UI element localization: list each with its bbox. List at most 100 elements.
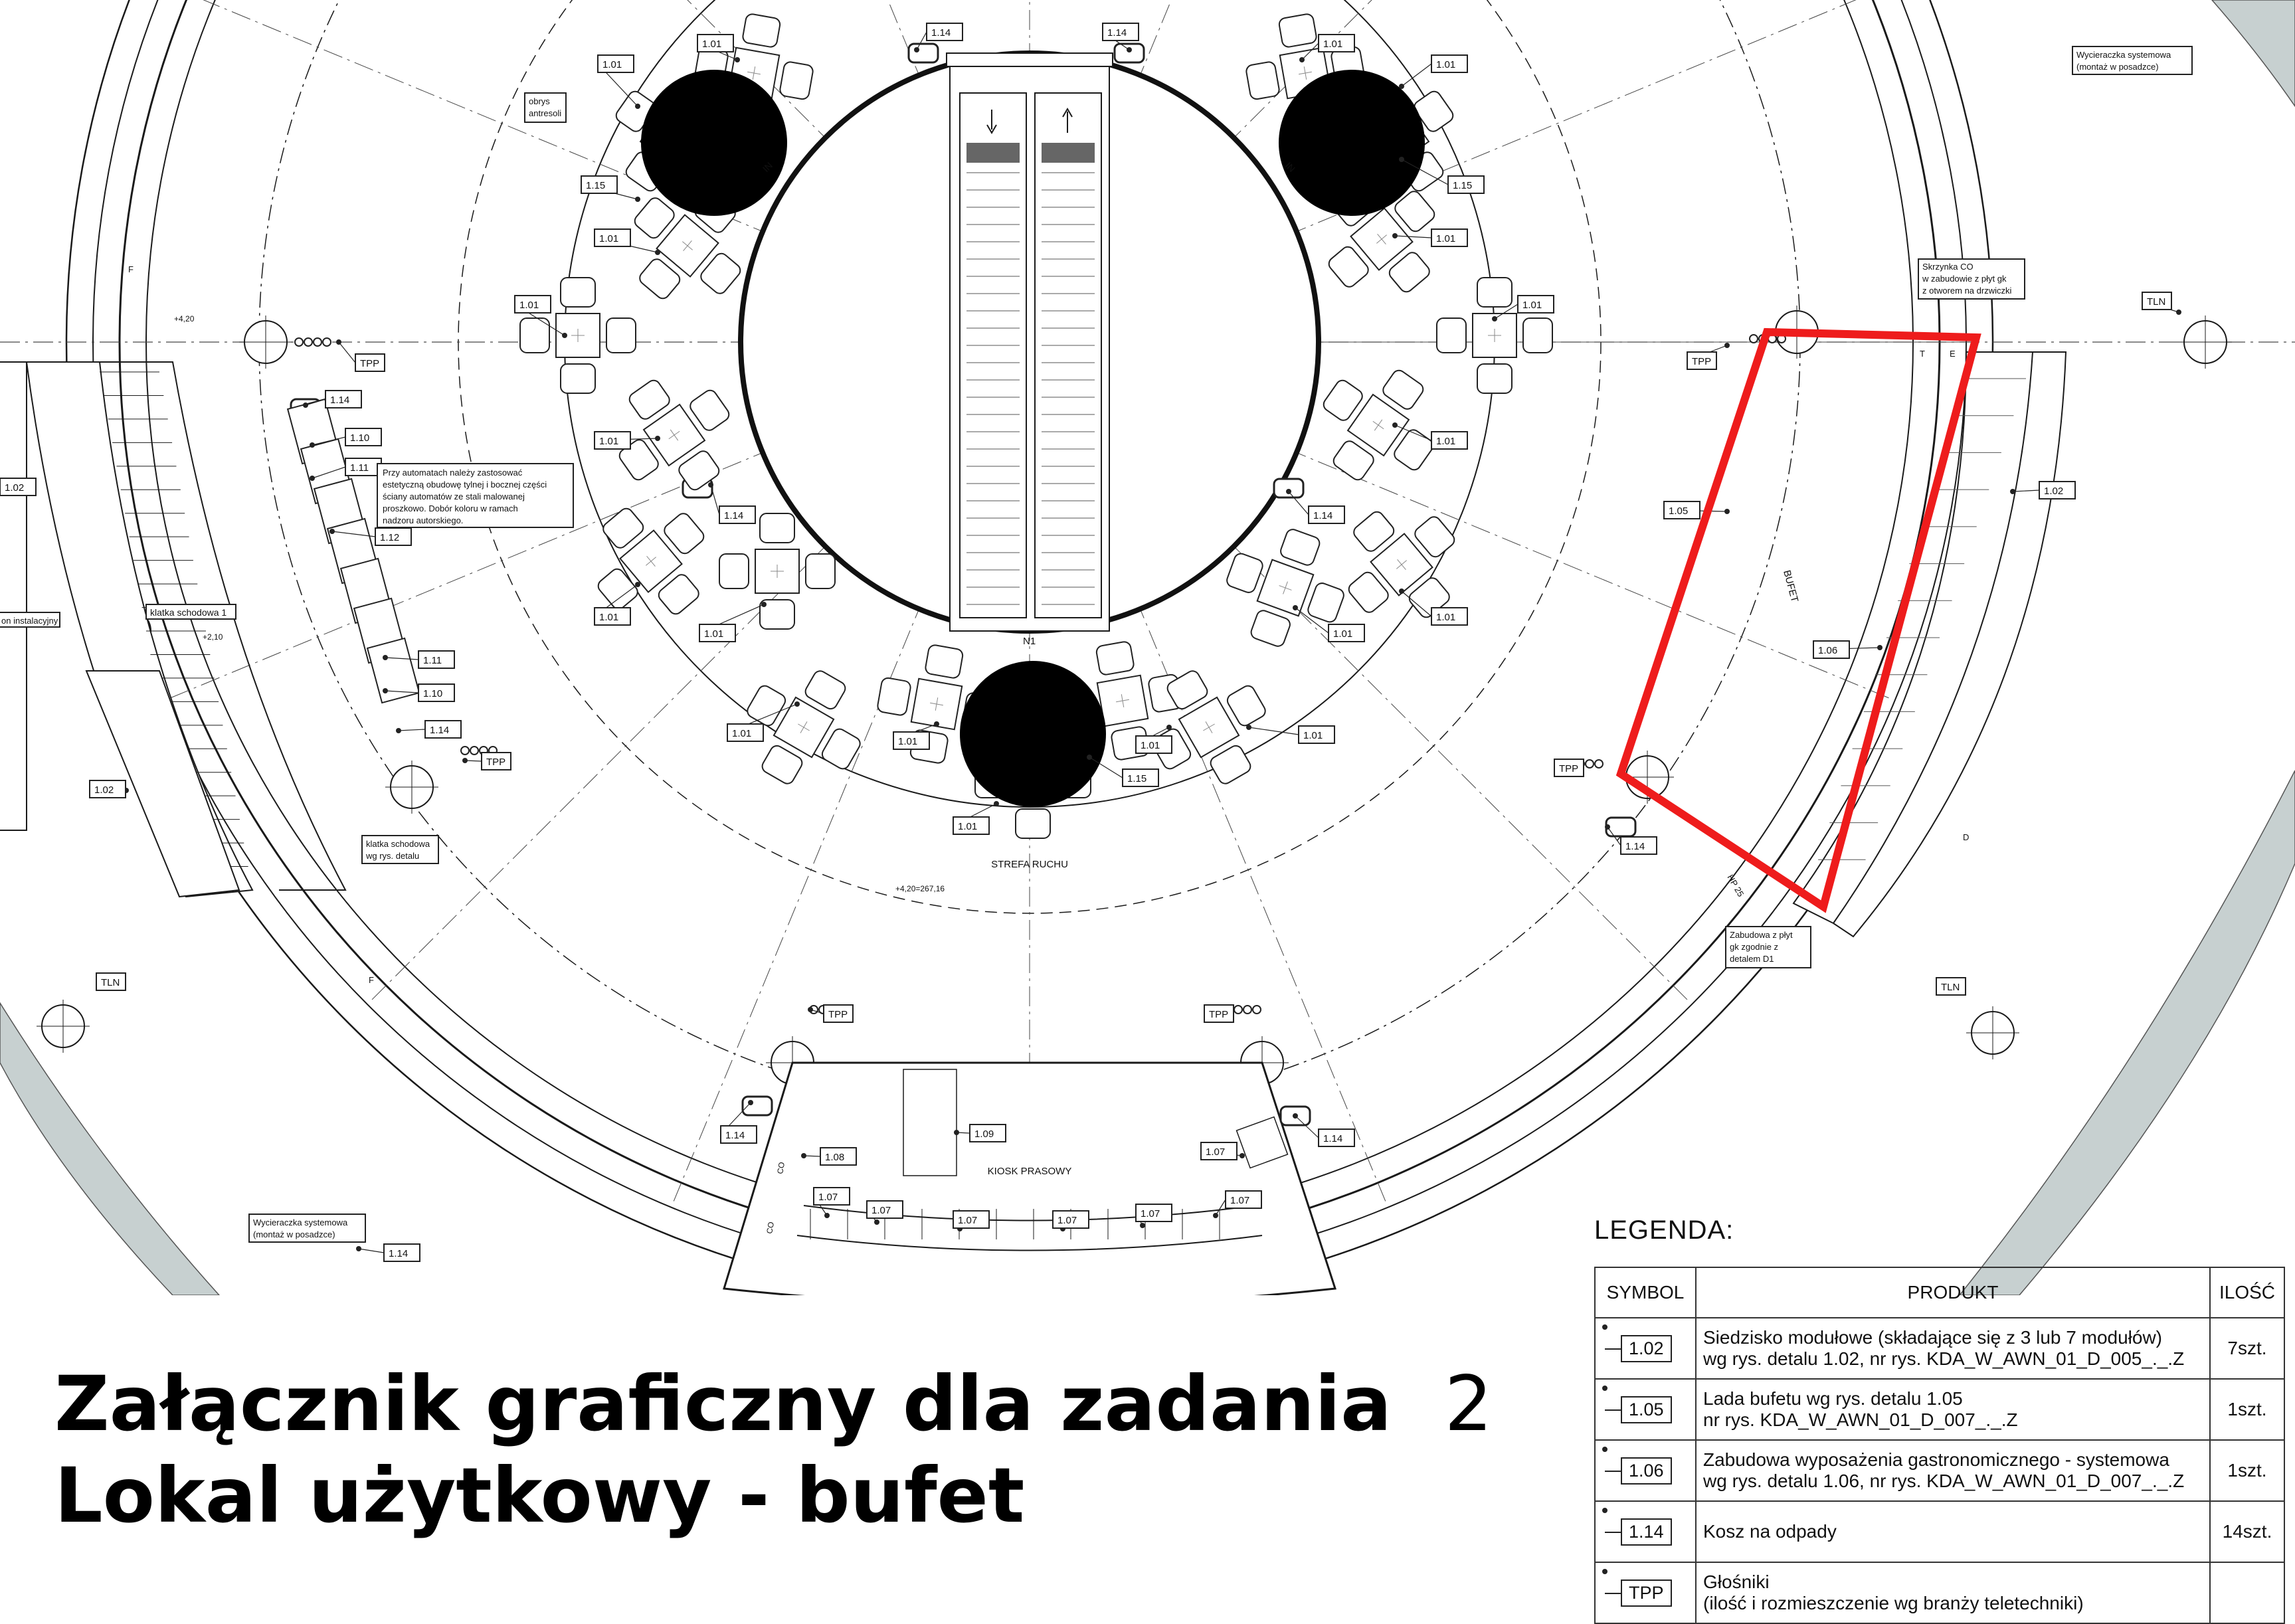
title-text: Załącznik graficzny dla zadania [54, 1360, 1392, 1448]
leader-dot [635, 197, 640, 202]
cluster-ring [1279, 70, 1425, 216]
code-tag: 1.01 [1399, 588, 1468, 626]
stair-run-right [100, 361, 347, 891]
code-tag-box [1447, 175, 1485, 194]
escalator-comb [1042, 143, 1095, 163]
code-tag-text: 1.01 [1436, 233, 1455, 244]
leader-dot [462, 758, 468, 763]
mezzanine-label-2: antresoli [529, 108, 561, 118]
stair-1-label: klatka schodowa 1 [150, 607, 227, 618]
wiper-top-note [2072, 46, 2193, 75]
code-tag: 1.01 [594, 228, 660, 255]
code-tag-box [2142, 292, 2172, 310]
code-tag-text: 1.15 [1453, 180, 1472, 191]
code-tag: 1.07 [866, 1200, 903, 1225]
table-center [752, 66, 756, 80]
leader-dot [748, 1100, 753, 1105]
code-tag-text: TLN [101, 977, 120, 988]
waste-bin-icon [1605, 816, 1637, 838]
leader-line [312, 466, 346, 479]
code-tag-text: 1.15 [586, 180, 605, 191]
kiosk-outline [723, 1061, 1336, 1295]
elevation-2: +2,10 [203, 632, 223, 642]
table-set [1152, 670, 1266, 784]
leader-dot [801, 1153, 806, 1158]
legend-symbol-cell: TPP [1594, 1562, 1697, 1624]
code-tag-box [1620, 836, 1657, 855]
chair-icon [1328, 246, 1369, 288]
chair-icon [1477, 277, 1513, 308]
leader-dot [329, 529, 335, 534]
installation-tag [0, 612, 60, 628]
chair-icon [664, 513, 705, 555]
mezzanine-tag [524, 92, 567, 123]
code-tag-box [953, 1210, 990, 1229]
code-tag: 1.14 [1286, 489, 1345, 524]
code-tag: 1.07 [1213, 1190, 1262, 1218]
code-tag: TLN [1936, 977, 1966, 996]
code-tag-box [969, 1124, 1006, 1142]
chair-icon [634, 197, 675, 239]
code-tag-text: 1.02 [2044, 486, 2063, 497]
leader-line [1089, 757, 1123, 778]
code-tag: 1.01 [1392, 422, 1468, 450]
legend-header-row: SYMBOL PRODUKT ILOŚĆ [1594, 1267, 2285, 1318]
stair-detail-label-1: klatka schodowa [366, 839, 430, 849]
code-tag-text: TPP [486, 757, 505, 768]
code-tag: 1.14 [1102, 23, 1139, 52]
legend-symbol-cell: 1.02 [1594, 1317, 1697, 1380]
code-tag-box [1813, 640, 1850, 659]
code-tag-box [893, 731, 930, 750]
n1-label: N1 [1023, 636, 1036, 647]
table-center [1397, 559, 1406, 570]
legend-symbol: TPP [1602, 1568, 1672, 1607]
code-tag: TPP [462, 752, 511, 770]
bench-left-lower [85, 670, 240, 898]
code-tag-text: 1.14 [389, 1248, 408, 1259]
legend-product-line-2: wg rys. detalu 1.06, nr rys. KDA_W_AWN_0… [1703, 1471, 2185, 1491]
legend-qty-cell [2209, 1562, 2285, 1624]
code-tag-text: 1.09 [974, 1128, 994, 1140]
code-tag-box [1517, 295, 1554, 314]
code-tag-text: 1.01 [704, 628, 723, 640]
leader-dot [808, 1007, 813, 1012]
code-tag-box [1102, 23, 1139, 41]
code-tag-text: 1.02 [94, 784, 114, 796]
leader-line [1215, 1199, 1226, 1216]
hatched-wall-top [2211, 0, 2295, 108]
code-tag: 1.14 [356, 1243, 420, 1262]
speaker-icon [313, 337, 322, 347]
leader-dot [1239, 1153, 1245, 1158]
code-tag-text: 1.07 [1206, 1146, 1225, 1158]
code-tag-text: 1.07 [872, 1205, 891, 1216]
leader-line [398, 729, 426, 731]
code-tag-text: 1.01 [1333, 628, 1352, 640]
code-tag: 1.02 [89, 780, 129, 798]
legend-product-line-2: wg rys. detalu 1.02, nr rys. KDA_W_AWN_0… [1703, 1348, 2185, 1369]
leader-line [1607, 826, 1621, 846]
wiper-bottom-note-2: (montaż w posadzce) [253, 1229, 335, 1239]
legend-title: LEGENDA: [1594, 1216, 1734, 1245]
code-tag: 1.07 [1200, 1142, 1245, 1160]
chair-icon [747, 685, 786, 727]
chair-icon [606, 317, 636, 353]
code-tag: 1.01 [727, 701, 800, 742]
co-box-note-3: z otworem na drzwiczki [1922, 286, 2011, 296]
chair-icon [628, 379, 670, 420]
code-tag-box [1936, 977, 1966, 996]
code-tag: 1.14 [1605, 824, 1657, 855]
code-tag: 1.15 [1087, 755, 1159, 787]
e-label: E [1950, 349, 1956, 359]
code-tag: TPP [336, 339, 385, 372]
code-tag: 1.01 [1299, 34, 1355, 62]
code-tag: 1.14 [914, 23, 963, 52]
code-tag: 1.12 [329, 527, 412, 546]
speaker-icon [470, 746, 479, 755]
chair-icon [1095, 641, 1135, 676]
kiosk-label: KIOSK PRASOWY [988, 1166, 1072, 1177]
leader-dot [1299, 57, 1305, 62]
code-tag: 1.14 [1293, 1113, 1355, 1147]
code-tag: 1.02 [0, 478, 37, 496]
chair-icon [1394, 191, 1435, 232]
